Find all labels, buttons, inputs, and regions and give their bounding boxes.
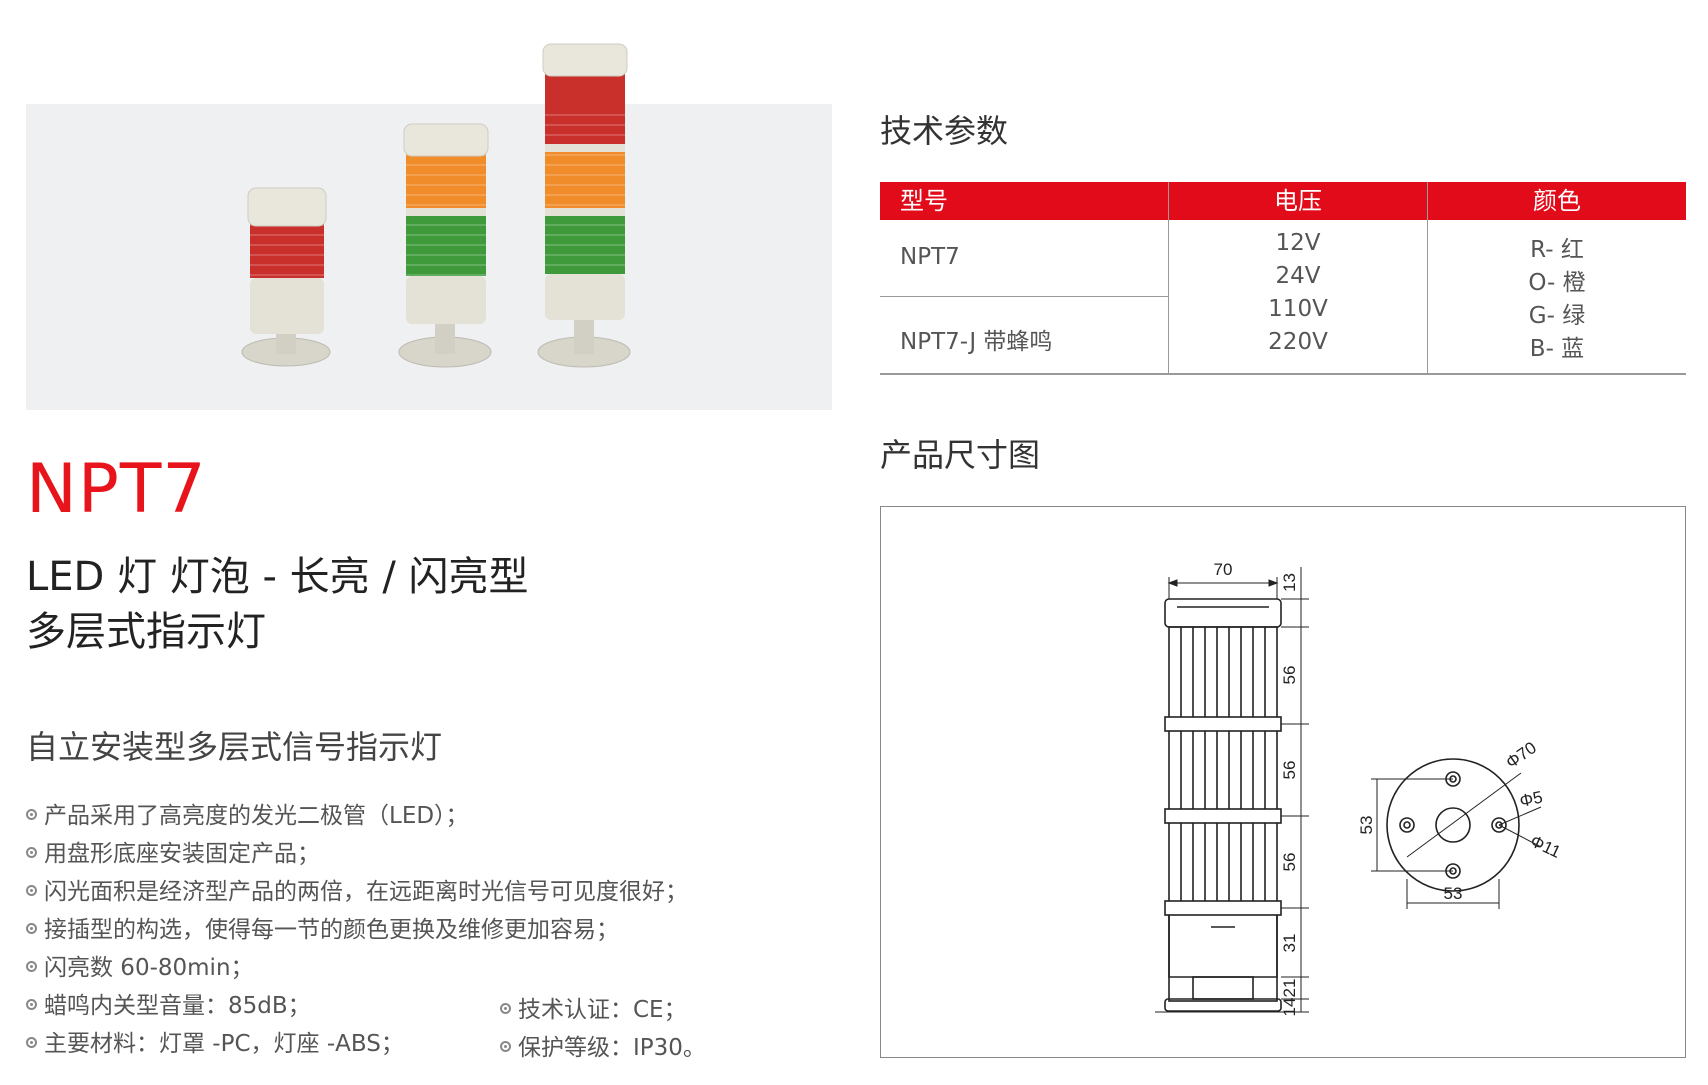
bullet-icon (26, 961, 37, 972)
dimension-drawing: 70 13 56 56 56 31 21 14 (1155, 560, 1564, 1017)
voltage-cell: 220V (1268, 329, 1328, 355)
model-title: NPT7 (26, 450, 207, 529)
base-diameter-11-label: Φ11 (1527, 831, 1563, 861)
bullet-icon (26, 885, 37, 896)
product-photo (26, 104, 832, 410)
subtitle-line-2: 多层式指示灯 (26, 609, 266, 655)
bullet-icon (500, 1041, 511, 1052)
table-bottom-border (880, 373, 1686, 375)
signal-tower-illustration (241, 104, 631, 368)
subtitle-line-1: LED 灯 灯泡 - 长亮 / 闪亮型 (26, 554, 529, 600)
color-cell: R- 红 (1530, 237, 1584, 263)
column-header-voltage: 电压 (1169, 182, 1427, 220)
height-label: 14 (1280, 998, 1299, 1017)
bullet-icon (26, 1037, 37, 1048)
bullet-icon (500, 1003, 511, 1014)
bullet-icon (26, 809, 37, 820)
height-label: 56 (1280, 666, 1299, 685)
feature-item: 技术认证：CE； (500, 990, 687, 1024)
spec-heading: 技术参数 (880, 112, 1009, 150)
feature-item: 蜡鸣内关型音量：85dB； (26, 986, 311, 1020)
base-diameter-5-label: Φ5 (1518, 788, 1544, 811)
spec-table: 型号 电压 颜色 NPT7 NPT7-J 带蜂鸣 12V 24V 110V 22… (880, 182, 1686, 375)
feature-item: 产品采用了高亮度的发光二极管（LED）； (26, 796, 469, 830)
voltage-cell: 24V (1275, 263, 1321, 289)
color-cell: O- 橙 (1528, 270, 1586, 296)
bullet-icon (26, 999, 37, 1010)
model-cell: NPT7-J 带蜂鸣 (900, 329, 1053, 355)
color-cell: G- 绿 (1528, 303, 1586, 329)
voltage-cell: 110V (1268, 296, 1328, 322)
feature-item: 闪光面积是经济型产品的两倍，在远距离时光信号可见度很好； (26, 872, 688, 906)
tower-triple (537, 104, 631, 368)
row-divider (880, 296, 1168, 297)
height-label: 13 (1280, 573, 1299, 592)
height-label: 21 (1280, 979, 1299, 998)
height-label: 31 (1280, 934, 1299, 953)
model-cell: NPT7 (900, 244, 960, 270)
feature-item: 保护等级：IP30。 (500, 1028, 706, 1062)
voltage-cell: 12V (1275, 230, 1321, 256)
feature-item: 接插型的构选，使得每一节的颜色更换及维修更加容易； (26, 910, 619, 944)
tagline: 自立安装型多层式信号指示灯 (26, 728, 443, 766)
tower-double (398, 123, 492, 368)
feature-item: 主要材料：灯罩 -PC，灯座 -ABS； (26, 1024, 404, 1058)
column-header-color: 颜色 (1428, 182, 1686, 220)
column-divider (1427, 182, 1428, 374)
height-label: 56 (1280, 761, 1299, 780)
base-diameter-70-label: Φ70 (1502, 738, 1540, 772)
base-square-vertical-label: 53 (1357, 816, 1376, 835)
feature-item: 用盘形底座安装固定产品； (26, 834, 320, 868)
feature-item: 闪亮数 60-80min； (26, 948, 254, 982)
dimension-drawing-frame: 70 13 56 56 56 31 21 14 (880, 506, 1686, 1058)
width-label: 70 (1214, 560, 1233, 579)
tower-single (241, 187, 331, 367)
base-square-horizontal-label: 53 (1444, 884, 1463, 903)
bullet-icon (26, 847, 37, 858)
height-label: 56 (1280, 853, 1299, 872)
tower-triple-cap (542, 43, 628, 106)
color-cell: B- 蓝 (1529, 336, 1585, 362)
bullet-icon (26, 923, 37, 934)
dimension-heading: 产品尺寸图 (880, 436, 1041, 474)
column-divider (1168, 182, 1169, 374)
column-header-model: 型号 (880, 182, 1168, 220)
